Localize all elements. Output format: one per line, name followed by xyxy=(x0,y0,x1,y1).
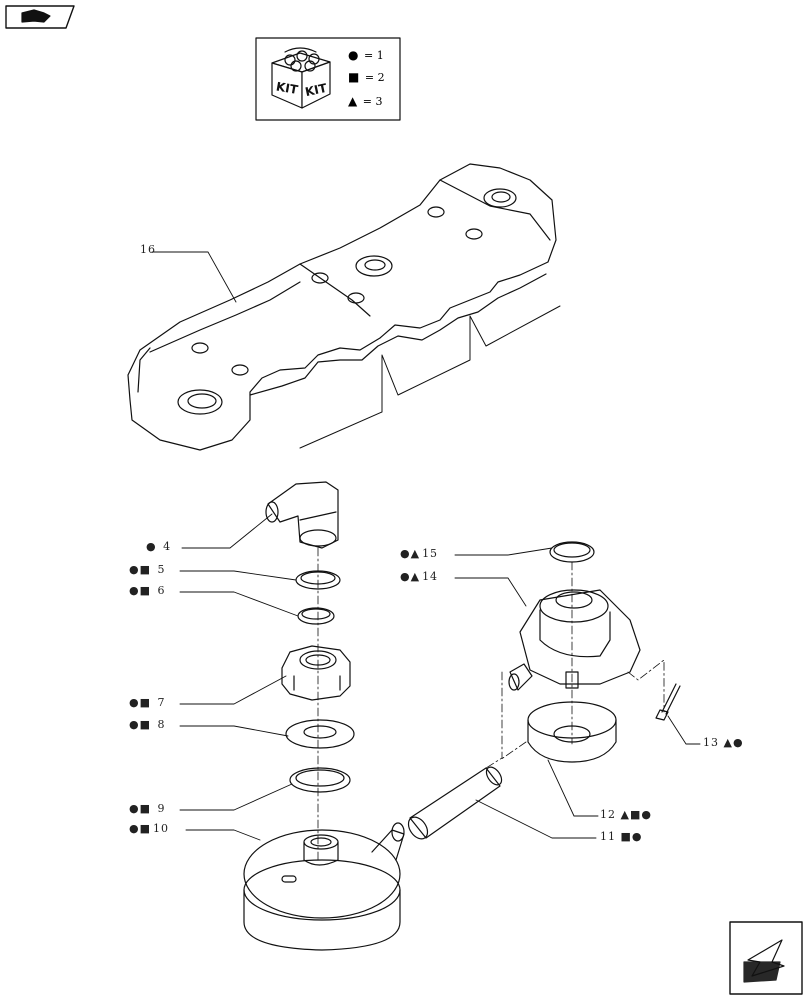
lock-nut xyxy=(281,645,351,701)
kit-symbols: ●■ xyxy=(129,802,151,815)
callout-12[interactable]: 12 ▲■● xyxy=(600,809,654,821)
bolt xyxy=(655,683,681,721)
equals-sign: = xyxy=(363,49,374,62)
callout-number: 7 xyxy=(157,696,166,709)
square-icon: ■ xyxy=(348,70,360,84)
leader-14 xyxy=(454,577,527,607)
kit-symbols: ●▲ xyxy=(400,570,421,583)
kit-legend-box: KIT KIT xyxy=(255,37,401,121)
leader-11 xyxy=(475,799,597,839)
svg-text:KIT: KIT xyxy=(275,79,300,97)
svg-text:KIT: KIT xyxy=(304,81,329,99)
washer xyxy=(285,719,355,749)
kit-box-icon: KIT KIT xyxy=(271,47,331,109)
legend-value: 2 xyxy=(377,71,385,84)
legend-value: 3 xyxy=(375,95,383,108)
o-ring-15 xyxy=(549,541,595,563)
kit-symbols: ●■ xyxy=(129,563,151,576)
leader-13 xyxy=(667,715,701,745)
leader-15 xyxy=(454,547,553,556)
leader-16 xyxy=(151,251,237,303)
book-icon[interactable] xyxy=(5,5,75,29)
callout-6[interactable]: ●■ 6 xyxy=(129,585,166,597)
callout-number: 15 xyxy=(422,547,439,560)
callout-15[interactable]: ●▲15 xyxy=(400,548,438,560)
hose xyxy=(407,766,503,840)
callout-number: 11 xyxy=(600,830,616,843)
leader-10 xyxy=(185,829,261,841)
callout-number: 5 xyxy=(157,563,166,576)
callout-14[interactable]: ●▲14 xyxy=(400,571,438,583)
callout-5[interactable]: ●■ 5 xyxy=(129,564,166,576)
callout-11[interactable]: 11 ■● xyxy=(600,831,645,843)
callout-13[interactable]: 13 ▲● xyxy=(703,737,746,749)
kit-symbols: ●■ xyxy=(129,696,151,709)
legend-value: 1 xyxy=(376,49,384,62)
kit-symbols: ●■ xyxy=(129,718,151,731)
next-page-arrow-icon[interactable] xyxy=(729,921,803,995)
callout-number: 4 xyxy=(163,540,172,553)
legend-entry-1: ● = 1 xyxy=(348,48,384,62)
callout-number: 16 xyxy=(140,243,156,256)
kit-symbols: ▲■● xyxy=(620,808,652,821)
leader-7 xyxy=(179,675,287,705)
kit-symbols: ●■ xyxy=(129,822,151,835)
callout-number: 12 xyxy=(600,808,616,821)
oil-separator xyxy=(508,589,641,691)
callout-number: 10 xyxy=(153,822,169,835)
kit-symbols: ● xyxy=(146,540,157,553)
callout-number: 9 xyxy=(157,802,166,815)
kit-symbols: ▲● xyxy=(723,736,744,749)
callout-number: 8 xyxy=(157,718,166,731)
kit-symbols: ■● xyxy=(620,830,643,843)
legend-entry-2: ■ = 2 xyxy=(348,70,385,84)
callout-number: 14 xyxy=(422,570,439,583)
circle-icon: ● xyxy=(348,48,359,62)
callout-16[interactable]: 16 xyxy=(140,244,156,256)
callout-8[interactable]: ●■ 8 xyxy=(129,719,166,731)
leader-4 xyxy=(181,513,273,549)
breather-housing xyxy=(243,822,405,951)
o-ring-9 xyxy=(289,767,351,793)
equals-sign: = xyxy=(362,95,372,108)
triangle-icon: ▲ xyxy=(348,94,358,108)
leader-8 xyxy=(179,725,289,737)
kit-symbols: ●■ xyxy=(129,584,151,597)
valve-cover xyxy=(127,163,561,451)
legend-entry-3: ▲ = 3 xyxy=(348,94,382,108)
leader-6 xyxy=(179,591,299,617)
equals-sign: = xyxy=(364,71,375,84)
callout-10[interactable]: ●■10 xyxy=(129,823,169,835)
callout-9[interactable]: ●■ 9 xyxy=(129,803,166,815)
callout-number: 6 xyxy=(157,584,166,597)
callout-number: 13 xyxy=(703,736,719,749)
kit-symbols: ●▲ xyxy=(400,547,421,560)
leader-9 xyxy=(179,783,293,811)
elbow-fitting xyxy=(265,481,339,549)
leader-5 xyxy=(179,570,297,581)
callout-7[interactable]: ●■ 7 xyxy=(129,697,166,709)
leader-12 xyxy=(547,759,599,817)
callout-4[interactable]: ● 4 xyxy=(146,541,171,553)
